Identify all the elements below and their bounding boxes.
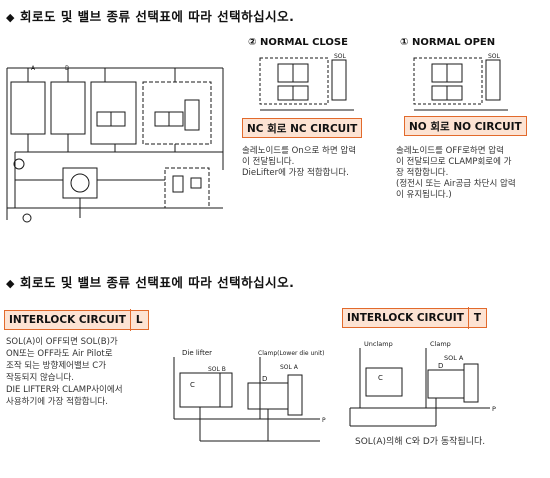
tag-b: B bbox=[65, 65, 69, 72]
nc-desc-line: DieLifter에 가장 적합합니다. bbox=[242, 168, 349, 178]
clamp-label: Clamp bbox=[430, 340, 451, 348]
clamp-lower-label: Clamp(Lower die unit) bbox=[258, 350, 324, 357]
die-lifter-label: Die lifter bbox=[182, 349, 212, 357]
no-desc-line: 이 전달되므로 CLAMP회로에 가 bbox=[396, 157, 512, 167]
interlock-l-desc-line: 조작 되는 방향제어밸브 C가 bbox=[6, 361, 107, 371]
nc-circuit-diagram: SOL bbox=[259, 53, 354, 111]
diamond-icon: ◆ bbox=[6, 11, 15, 24]
interlock-l-desc-line: DIE LIFTER와 CLAMP사이에서 bbox=[6, 385, 123, 395]
sol-a-label: SOL A bbox=[444, 354, 464, 362]
interlock-t-label-text: INTERLOCK CIRCUIT bbox=[347, 312, 464, 324]
top-heading: ◆ 회로도 및 밸브 종류 선택표에 따라 선택하십시오. bbox=[6, 6, 294, 25]
diamond-icon: ◆ bbox=[6, 277, 15, 290]
no-label-text: NO 회로 NO CIRCUIT bbox=[409, 120, 522, 133]
interlock-l-diagram: Die lifter Clamp(Lower die unit) SOL B S… bbox=[173, 349, 326, 442]
bottom-heading-text: 회로도 및 밸브 종류 선택표에 따라 선택하십시오. bbox=[19, 275, 295, 290]
p-label: P bbox=[322, 417, 326, 424]
no-sol-label: SOL bbox=[488, 53, 501, 60]
c-label: C bbox=[378, 374, 383, 382]
no-circuit-diagram: SOL bbox=[413, 53, 508, 111]
nc-description: 솔레노이드를 On으로 하면 압력 이 전달됩니다. DieLifter에 가장… bbox=[242, 146, 356, 179]
no-caption: ① NORMAL OPEN bbox=[400, 37, 496, 48]
sol-a-label: SOL A bbox=[280, 364, 299, 371]
interlock-l-label-text: INTERLOCK CIRCUIT bbox=[9, 314, 126, 326]
interlock-t-description: SOL(A)의해 C와 D가 동작됩니다. bbox=[355, 437, 486, 447]
interlock-l-label: INTERLOCK CIRCUIT L bbox=[4, 309, 149, 331]
no-desc-line: (정전시 또는 Air공급 차단시 압력 bbox=[396, 179, 516, 189]
no-desc-line: 이 유지됩니다.) bbox=[396, 190, 452, 200]
tag-a: A bbox=[31, 65, 36, 72]
nc-desc-line: 이 전달됩니다. bbox=[242, 157, 295, 167]
no-label: NO 회로 NO CIRCUIT bbox=[404, 116, 527, 136]
no-desc-line: 장 적합합니다. bbox=[396, 168, 449, 178]
sol-b-label: SOL B bbox=[208, 366, 226, 373]
unclamp-label: Unclamp bbox=[364, 340, 393, 348]
main-circuit-diagram: A B bbox=[6, 65, 224, 223]
top-heading-text: 회로도 및 밸브 종류 선택표에 따라 선택하십시오. bbox=[19, 9, 295, 24]
d-label: D bbox=[438, 362, 443, 370]
bottom-heading: ◆ 회로도 및 밸브 종류 선택표에 따라 선택하십시오. bbox=[6, 272, 294, 291]
p-label: P bbox=[492, 405, 496, 413]
nc-label: NC 회로 NC CIRCUIT bbox=[242, 118, 363, 138]
nc-label-text: NC 회로 NC CIRCUIT bbox=[247, 122, 358, 135]
nc-sol-label: SOL bbox=[334, 53, 347, 60]
interlock-l-description: SOL(A)이 OFF되면 SOL(B)가 ON또는 OFF라도 Air Pil… bbox=[6, 336, 123, 408]
d-label: D bbox=[262, 375, 267, 383]
c-label: C bbox=[190, 381, 195, 389]
interlock-t-label: INTERLOCK CIRCUIT T bbox=[342, 307, 488, 329]
interlock-t-diagram: Unclamp Clamp SOL A C D P bbox=[349, 340, 496, 427]
nc-desc-line: 솔레노이드를 On으로 하면 압력 bbox=[242, 146, 357, 156]
interlock-l-tag: L bbox=[129, 309, 148, 331]
interlock-l-desc-line: 작동되지 않습니다. bbox=[6, 373, 74, 383]
interlock-l-desc-line: SOL(A)이 OFF되면 SOL(B)가 bbox=[6, 337, 118, 347]
interlock-l-desc-line: 사용하기에 가장 적합합니다. bbox=[6, 397, 108, 407]
interlock-t-tag: T bbox=[467, 307, 486, 329]
no-desc-line: 솔레노이드를 OFF로하면 압력 bbox=[396, 146, 504, 156]
no-description: 솔레노이드를 OFF로하면 압력 이 전달되므로 CLAMP회로에 가 장 적합… bbox=[396, 146, 516, 201]
interlock-l-desc-line: ON또는 OFF라도 Air Pilot로 bbox=[6, 349, 113, 359]
nc-caption: ② NORMAL CLOSE bbox=[248, 37, 348, 48]
